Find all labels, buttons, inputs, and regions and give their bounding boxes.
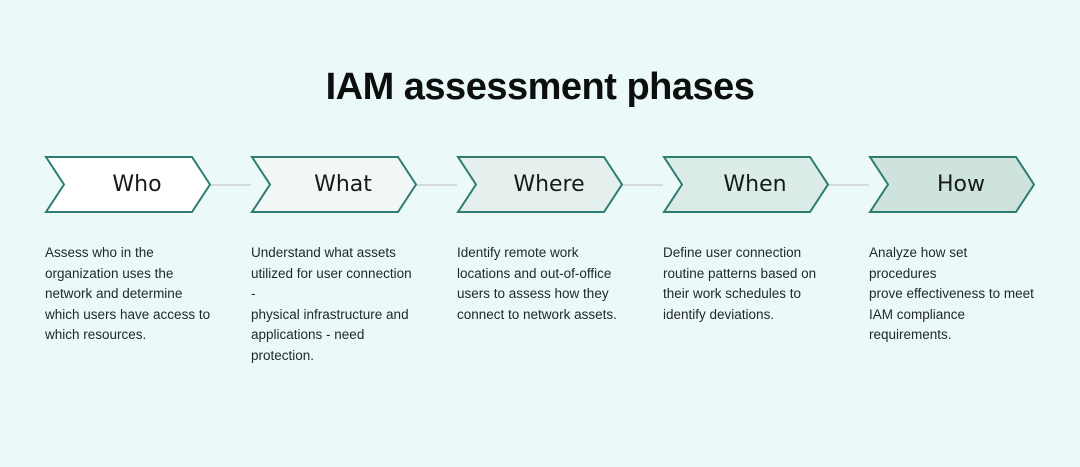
- connector-line: [417, 183, 457, 186]
- phase-arrow-when: When: [662, 156, 830, 213]
- phase-description-how: Analyze how set procedures prove effecti…: [869, 245, 1034, 342]
- connector-line: [211, 183, 251, 186]
- chevron-shape-what: [250, 156, 418, 213]
- phase-label-where: Where: [513, 172, 585, 197]
- page-title: IAM assessment phases: [325, 66, 755, 108]
- connector-line: [623, 183, 663, 186]
- chevron-polygon: [44, 156, 212, 213]
- chevron-polygon: [250, 156, 418, 213]
- phase-arrow-what: What: [250, 156, 418, 213]
- phase-flow-row: Who What Where When How: [44, 156, 1036, 213]
- phase-description-when: Define user connection routine patterns …: [663, 245, 817, 322]
- chevron-shape-how: [868, 156, 1036, 213]
- phase-description-who: Assess who in the organization uses the …: [45, 245, 211, 342]
- phase-label-who: Who: [112, 172, 162, 197]
- phase-arrow-where: Where: [456, 156, 624, 213]
- chevron-shape-who: [44, 156, 212, 213]
- chevron-polygon: [662, 156, 830, 213]
- phase-descriptions-row: Assess who in the organization uses the …: [45, 243, 1035, 366]
- chevron-shape-where: [456, 156, 624, 213]
- chevron-shape-when: [662, 156, 830, 213]
- chevron-polygon: [868, 156, 1036, 213]
- phase-label-what: What: [314, 172, 372, 197]
- phase-label-how: How: [937, 172, 985, 197]
- phase-label-when: When: [723, 172, 787, 197]
- chevron-polygon: [456, 156, 624, 213]
- phase-description-where: Identify remote work locations and out-o…: [457, 245, 617, 322]
- connector-line: [829, 183, 869, 186]
- phase-description-what: Understand what assets utilized for user…: [251, 245, 412, 363]
- phase-arrow-who: Who: [44, 156, 212, 213]
- phase-arrow-how: How: [868, 156, 1036, 213]
